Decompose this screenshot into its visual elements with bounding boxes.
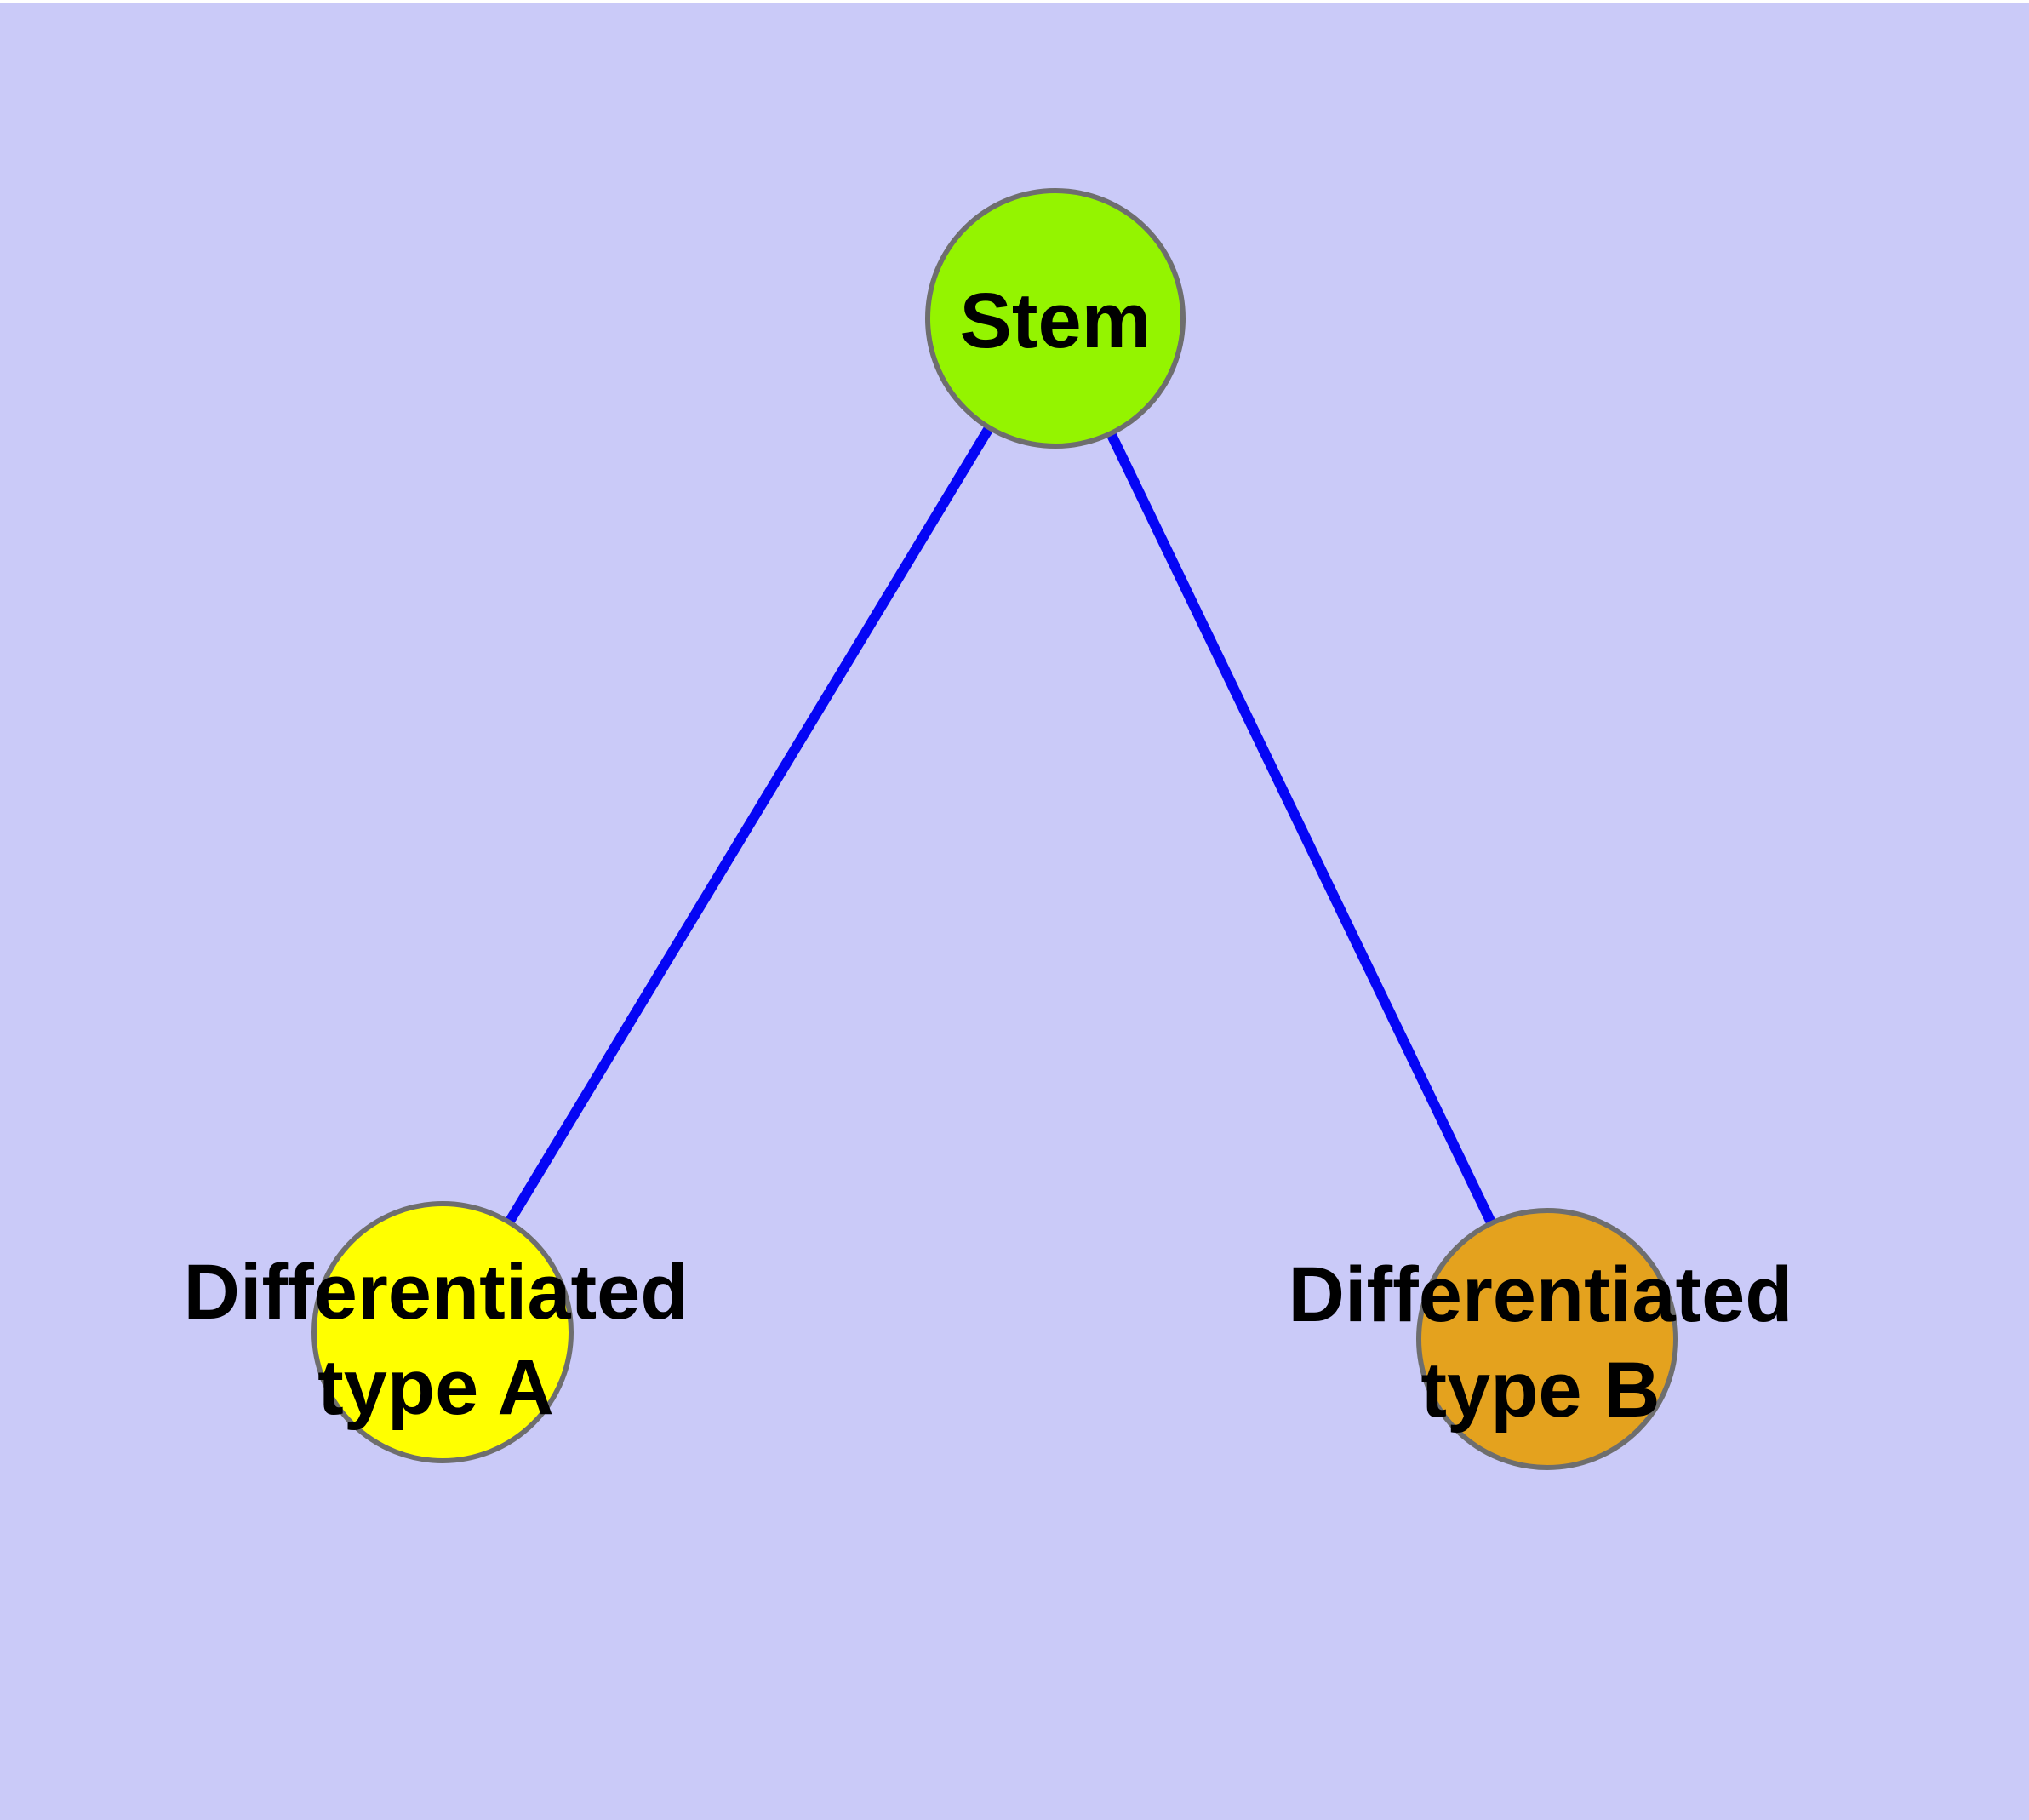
node-differentiated-type-a [311,1201,574,1463]
edge-stem-to-type-a [437,315,1060,1336]
node-stem [925,188,1186,449]
node-differentiated-type-b [1416,1208,1678,1470]
edge-stem-to-type-b [1050,316,1552,1342]
node-type-b-label-line2: type B [1420,1347,1660,1434]
node-type-a-label-line1: Differentiated [184,1249,689,1336]
top-edge-strip [0,0,2029,3]
node-type-b-label-line1: Differentiated [1289,1251,1793,1338]
node-type-a-label-line2: type A [317,1344,554,1431]
node-stem-label: Stem [960,278,1152,364]
